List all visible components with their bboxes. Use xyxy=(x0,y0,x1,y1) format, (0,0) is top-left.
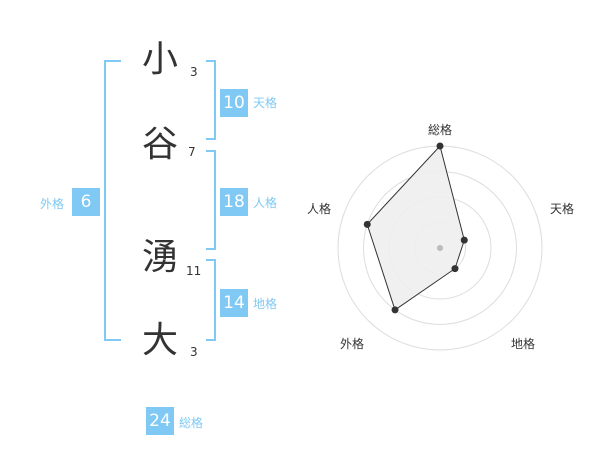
tenkaku-bracket xyxy=(206,60,216,140)
radar-point xyxy=(363,220,371,228)
radar-point xyxy=(451,265,459,273)
stroke-count-2: 7 xyxy=(188,145,196,159)
radar-polygon xyxy=(366,144,465,311)
name-char-2: 谷 xyxy=(142,124,179,165)
gaikaku-bracket xyxy=(104,60,121,341)
stroke-count-3: 11 xyxy=(186,264,202,278)
radar-axis-label-gaikaku: 外格 xyxy=(340,337,365,351)
name-char-4: 大 xyxy=(142,320,179,361)
name-char-3: 湧 xyxy=(142,237,179,278)
tenkaku-label: 天格 xyxy=(253,96,278,110)
chikaku-value: 14 xyxy=(220,289,248,317)
radar-axis-label-jinkaku: 人格 xyxy=(307,202,332,216)
gaikaku-value: 6 xyxy=(72,188,100,216)
jinkaku-bracket xyxy=(206,150,216,250)
stroke-count-1: 3 xyxy=(190,65,198,79)
radar-point xyxy=(391,306,399,314)
radar-point xyxy=(460,236,468,244)
radar-axis-label-soukaku: 総格 xyxy=(428,123,453,137)
jinkaku-value: 18 xyxy=(220,188,248,216)
soukaku-label: 総格 xyxy=(179,416,204,430)
radar-axis-label-tenkaku: 天格 xyxy=(550,202,575,216)
radar-center-dot xyxy=(437,245,443,251)
jinkaku-label: 人格 xyxy=(253,196,278,210)
stroke-count-4: 3 xyxy=(190,345,198,359)
soukaku-value: 24 xyxy=(146,407,174,435)
gaikaku-label: 外格 xyxy=(40,197,65,211)
radar-point xyxy=(436,142,444,150)
chikaku-label: 地格 xyxy=(253,297,278,311)
chikaku-bracket xyxy=(206,259,216,341)
radar-axis-label-chikaku: 地格 xyxy=(511,337,536,351)
name-char-1: 小 xyxy=(142,39,179,80)
tenkaku-value: 10 xyxy=(220,89,248,117)
